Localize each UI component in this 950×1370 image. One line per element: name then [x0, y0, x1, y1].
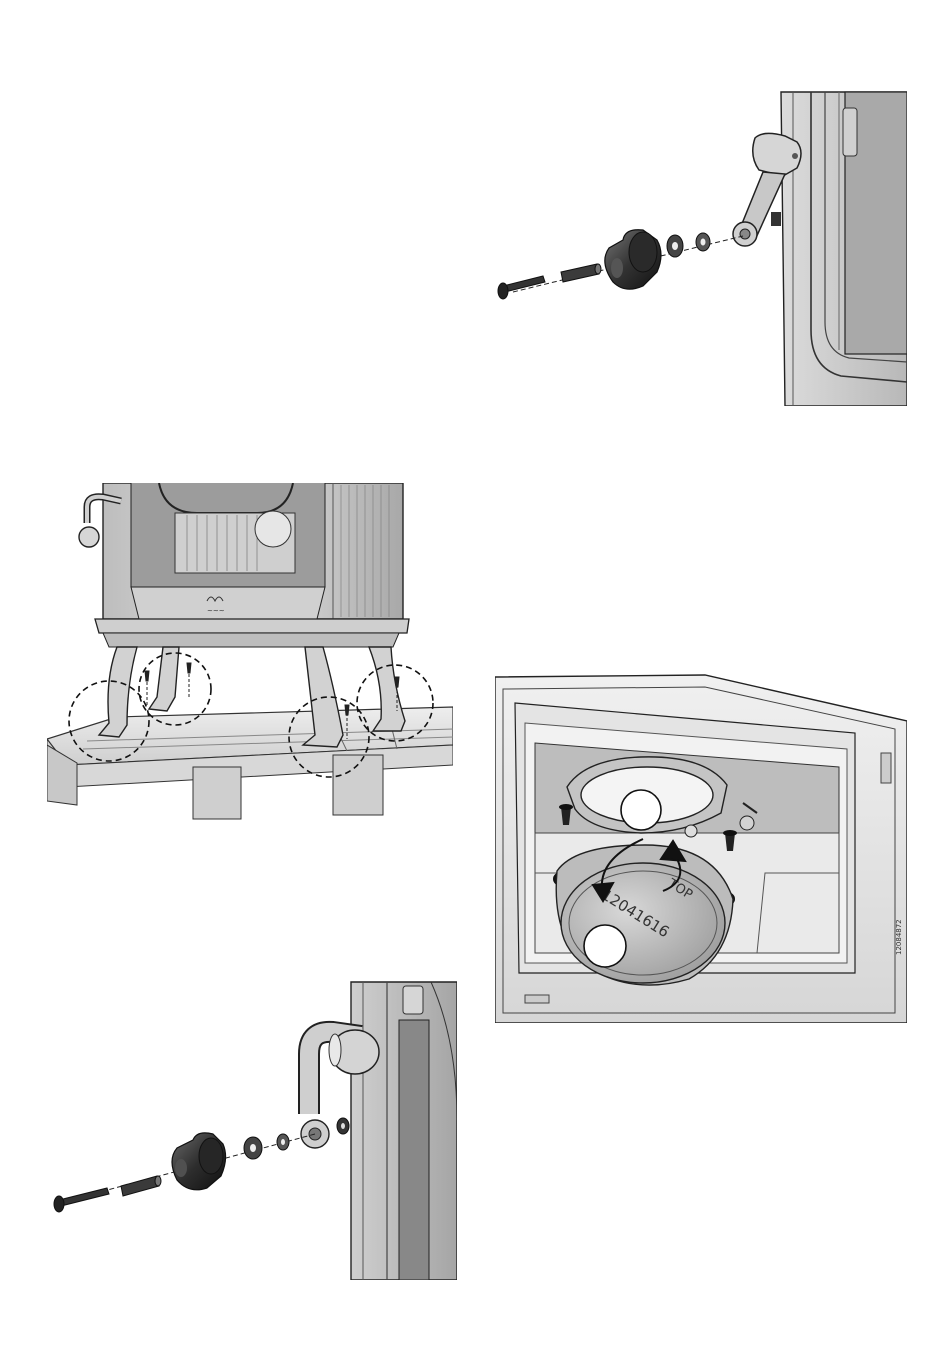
stove-body: ~~~: [79, 483, 409, 647]
callout-circle-2: [584, 925, 626, 967]
spacer-tube-icon: [561, 264, 601, 282]
spacer-tube-icon-alt: [121, 1176, 161, 1196]
flue-outlet-icon: 12041616 TOP 12084872: [495, 673, 907, 1023]
stove-on-pallet-figure: ~~~: [47, 483, 453, 830]
callout-circle-1: [621, 790, 661, 830]
bolt-icon-alt: [54, 1188, 109, 1212]
handle-exploded-view-figure: [493, 90, 907, 406]
washer-icons-alt: [244, 1134, 289, 1159]
knob-icon: [605, 230, 661, 289]
knob-icon-alt: [172, 1133, 226, 1190]
handle-assembly-alt-icon: [47, 980, 457, 1280]
cover-plate: 12041616 TOP: [556, 845, 733, 985]
washer-icons: [667, 233, 710, 257]
handle-exploded-view-alt-figure: [47, 980, 457, 1280]
door-frame-alt: [351, 982, 457, 1280]
handle-assembly-icon: [493, 90, 907, 406]
door-frame: [781, 92, 907, 406]
bolt-icon: [498, 276, 545, 299]
flue-outlet-rotation-figure: 12041616 TOP 12084872: [495, 673, 907, 1023]
stove-leg-mounting-icon: ~~~: [47, 483, 453, 830]
part-code-label: 12084872: [895, 919, 903, 955]
svg-text:~~~: ~~~: [207, 607, 225, 615]
